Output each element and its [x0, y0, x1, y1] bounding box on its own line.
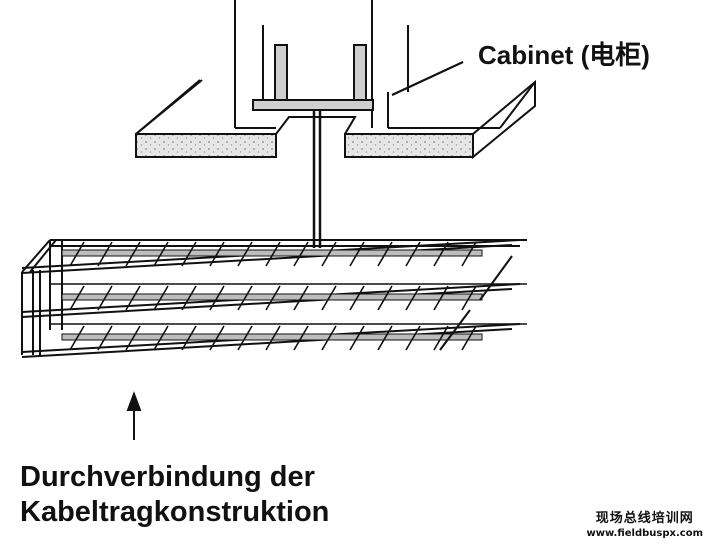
cabinet-pointer-line	[391, 61, 464, 96]
tray-rung	[405, 241, 421, 267]
tray-rung	[265, 285, 281, 311]
tray-rung	[433, 285, 449, 311]
tray-rung	[349, 241, 365, 267]
tray-rung	[69, 325, 85, 351]
tray-rung	[265, 325, 281, 351]
tray-rung	[153, 325, 169, 351]
cabinet-label: Cabinet (电柜)	[478, 40, 650, 70]
tray-rung	[181, 325, 197, 351]
tray-rung	[237, 241, 253, 267]
caption-line-2: Kabeltragkonstruktion	[20, 496, 330, 528]
tray-rung	[321, 241, 337, 267]
tray-rung	[153, 241, 169, 267]
tray-rung	[461, 325, 477, 351]
tray-right-edge	[479, 255, 513, 301]
tray-right-edge	[439, 309, 471, 351]
tray-rung	[125, 325, 141, 351]
tray-rung	[181, 241, 197, 267]
tray-rung	[125, 241, 141, 267]
tray-rung	[349, 325, 365, 351]
tray-rung	[293, 285, 309, 311]
watermark: 现场总线培训网 www.fieldbuspx.com	[586, 511, 703, 540]
bonding-conductor	[312, 110, 322, 248]
tray-rung	[293, 241, 309, 267]
tray-rung	[321, 285, 337, 311]
watermark-name: 现场总线培训网	[595, 511, 694, 526]
tray-rung	[69, 241, 85, 267]
cabinet-walls	[234, 0, 409, 128]
watermark-url: www.fieldbuspx.com	[586, 528, 703, 539]
tray-rung	[433, 241, 449, 267]
tray-rung	[97, 285, 113, 311]
tray-rung	[237, 325, 253, 351]
tray-rung	[293, 325, 309, 351]
tray-rung	[209, 325, 225, 351]
tray-rung	[433, 325, 449, 351]
tray-rung	[377, 285, 393, 311]
tray-rung	[209, 241, 225, 267]
tray-levels	[21, 239, 527, 358]
tray-rung	[405, 325, 421, 351]
tray-rung	[377, 325, 393, 351]
tray-rung	[97, 241, 113, 267]
tray-rung	[405, 285, 421, 311]
tray-rung	[265, 241, 281, 267]
tray-rung	[125, 285, 141, 311]
floor-plate	[135, 79, 536, 160]
tray-rung	[209, 285, 225, 311]
tray-rung	[181, 285, 197, 311]
tray-rung	[321, 325, 337, 351]
tray-rung	[377, 241, 393, 267]
tray-rung	[153, 285, 169, 311]
up-arrow	[126, 391, 142, 440]
caption-line-1: Durchverbindung der	[20, 461, 315, 493]
caption: Durchverbindung der Kabeltragkonstruktio…	[20, 460, 329, 530]
tray-rung	[349, 285, 365, 311]
cabinet-rails	[252, 44, 374, 111]
tray-rung	[237, 285, 253, 311]
tray-rung	[461, 285, 477, 311]
tray-rung	[69, 285, 85, 311]
tray-rung	[461, 241, 477, 267]
tray-rung	[97, 325, 113, 351]
